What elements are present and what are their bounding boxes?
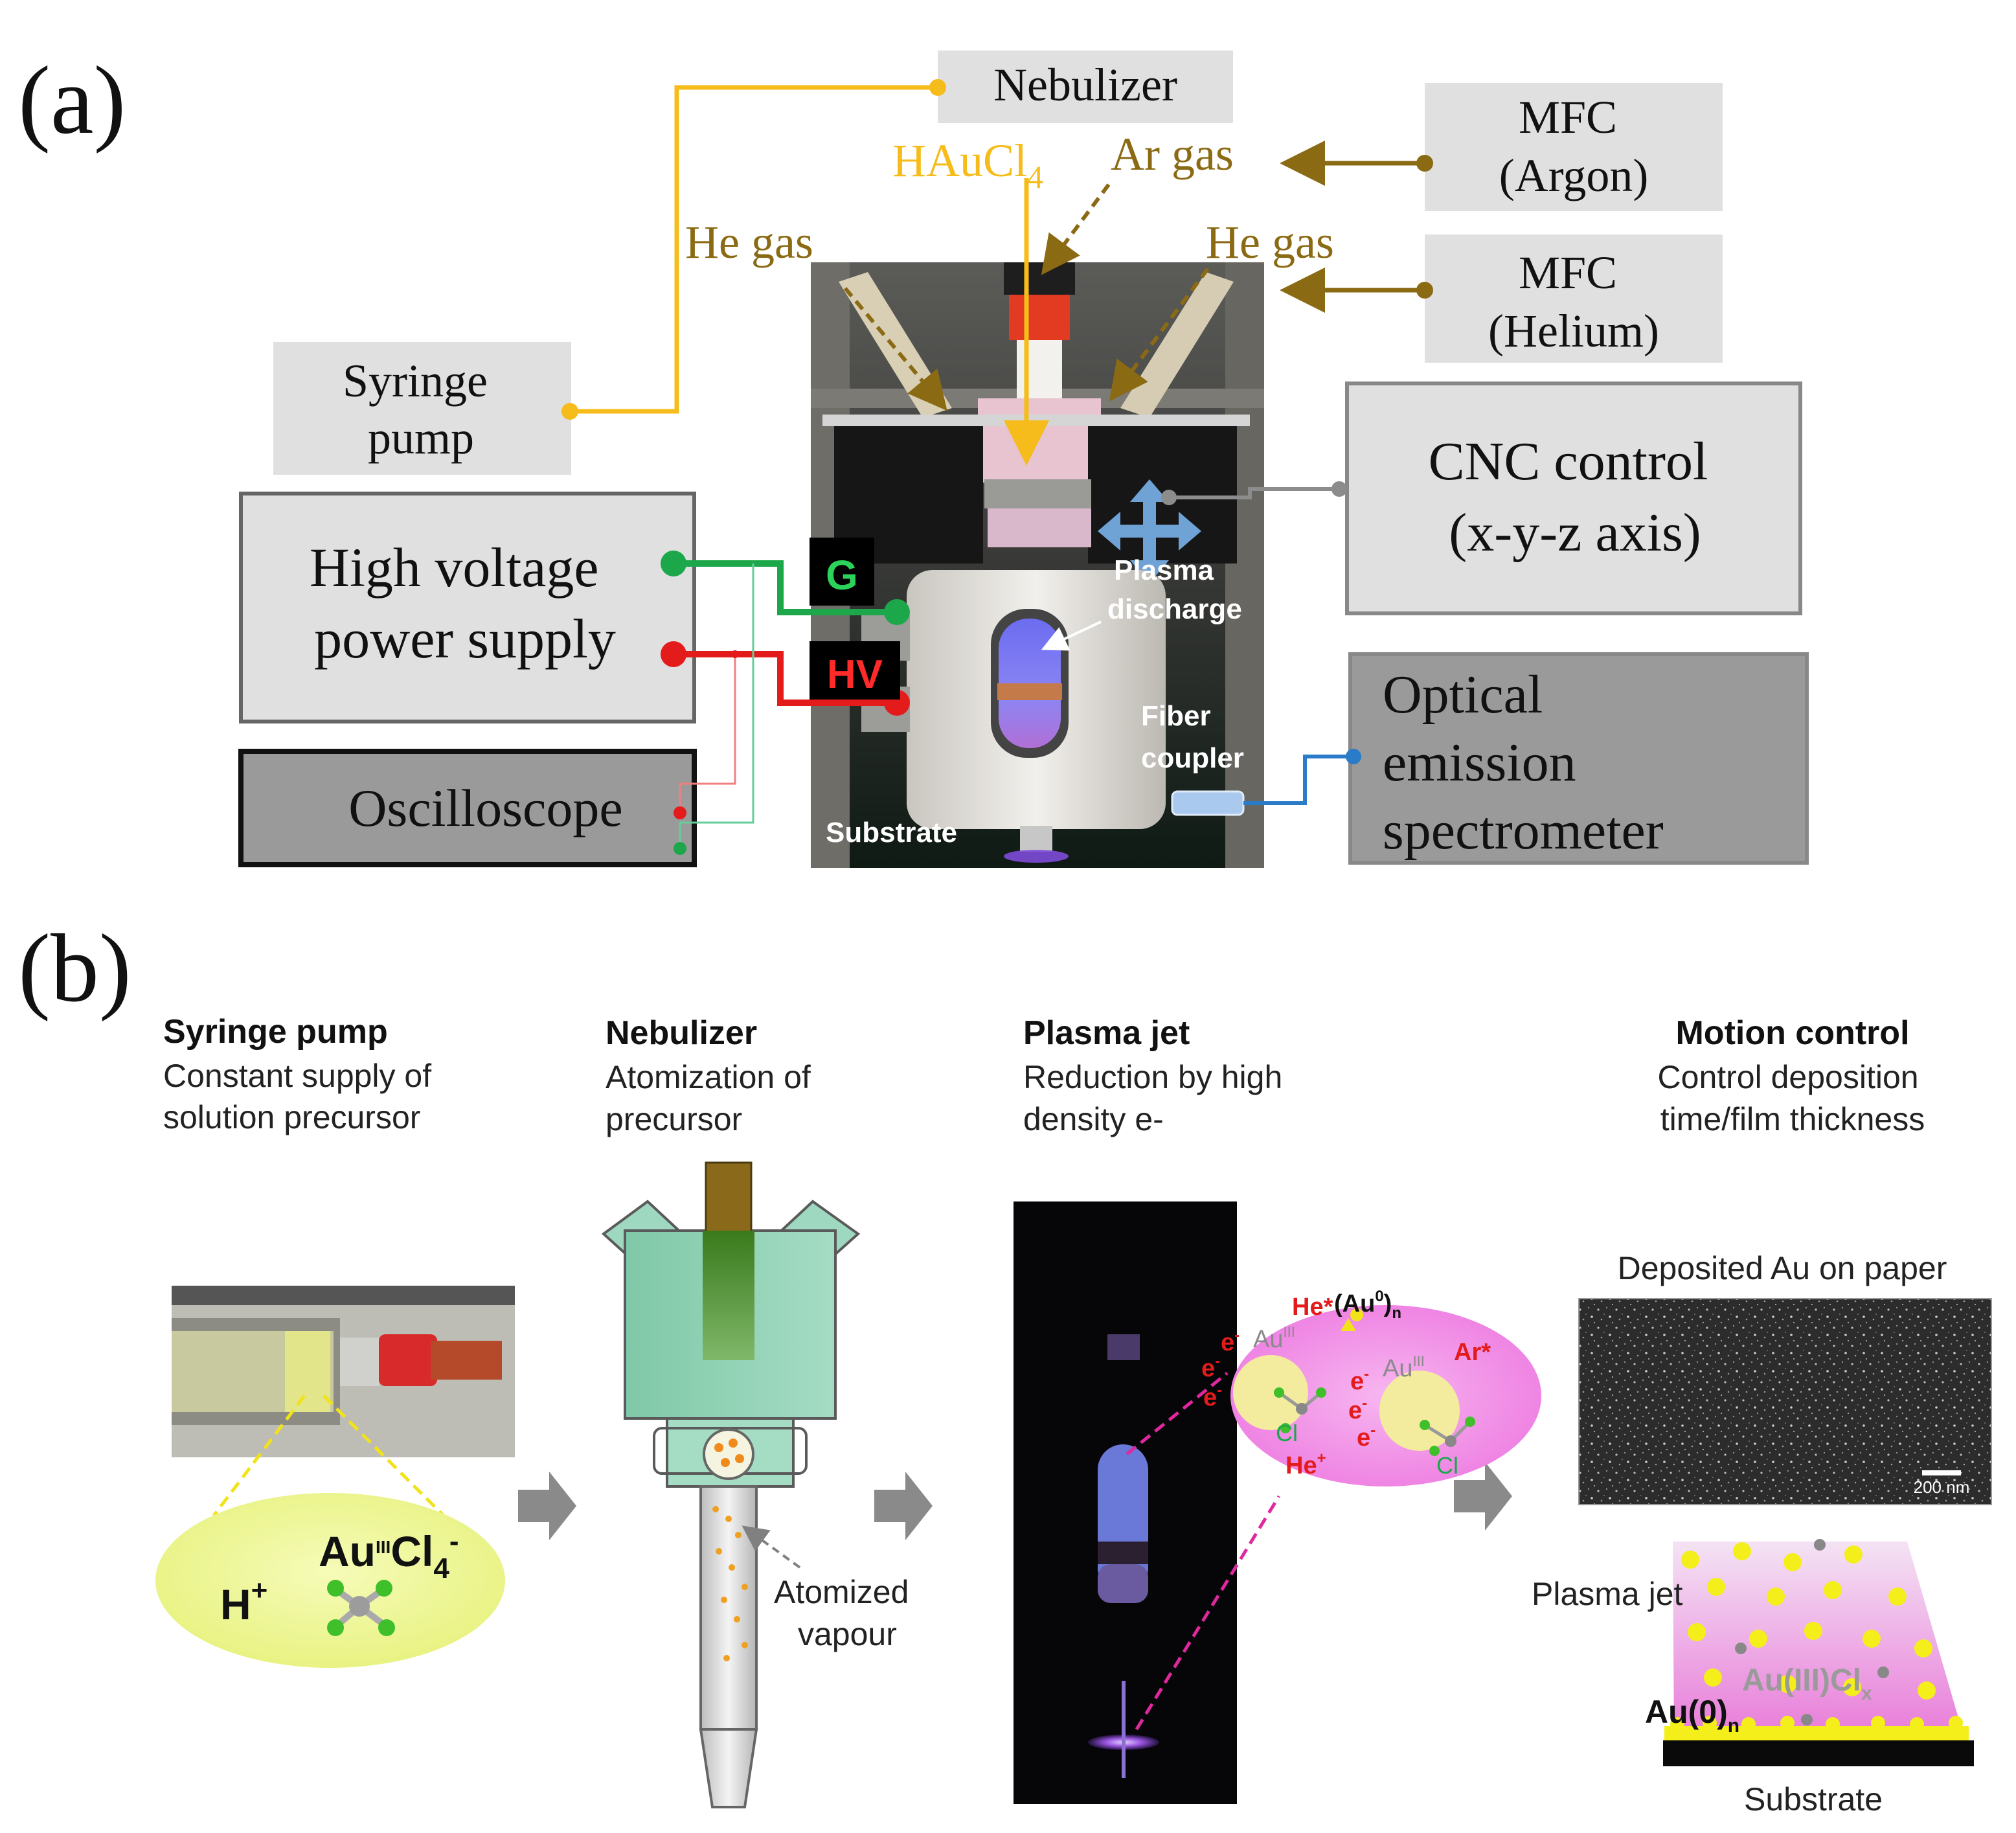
fiber-line xyxy=(1243,755,1353,805)
plasma-discharge-label: Plasma discharge xyxy=(1107,554,1242,625)
haucl4-label: HAuCl4 xyxy=(892,135,1043,195)
reaction-molecules-icon xyxy=(1274,1308,1475,1456)
substrate-bar xyxy=(1663,1740,1974,1766)
photo-substrate-label: Substrate xyxy=(826,817,957,848)
mfc-helium-box: MFC (Helium) xyxy=(1425,234,1723,363)
mfc-argon-box: MFC (Argon) xyxy=(1425,83,1723,211)
ground-tag: G xyxy=(810,538,874,606)
plasma-discharge-pointer xyxy=(1041,620,1102,651)
reaction-auIII-right: AuIII xyxy=(1383,1353,1425,1382)
panel-b-label: (b) xyxy=(18,915,131,1022)
substrate-label: Substrate xyxy=(1744,1781,1883,1817)
reaction-he-star: He* xyxy=(1292,1293,1333,1321)
reaction-electron-3: e- xyxy=(1203,1382,1222,1411)
precursor-line xyxy=(570,85,938,414)
svg-text:MFC (Argon): MFC (Argon) xyxy=(1499,91,1649,201)
syringe-zoom-right xyxy=(323,1395,448,1520)
he-gas-right-label: He gas xyxy=(1206,216,1334,268)
nebulizer-box: Nebulizer xyxy=(938,51,1233,123)
svg-text:Syringe pump: Syringe pump xyxy=(343,355,499,464)
au-film-layer xyxy=(1664,1716,1969,1740)
atomized-vapour-label: Atomized vapour xyxy=(774,1574,918,1652)
auIIIclx-label: Au(III)Clx xyxy=(1742,1663,1872,1704)
oscilloscope-box: Oscilloscope xyxy=(238,749,697,867)
reaction-electron-4: e- xyxy=(1350,1365,1369,1395)
aucl4-label: AuIIICl4- xyxy=(319,1525,459,1584)
svg-text:Control deposition time/: Control deposition time/film thickness xyxy=(1658,1059,1928,1137)
svg-text:Optical emission s: Optical emission spectrometer xyxy=(1383,665,1664,861)
reaction-electron-6: e- xyxy=(1357,1422,1376,1452)
svg-text:High voltage power suppl: High voltage power supply xyxy=(310,536,616,670)
svg-text:MFC (Helium): MFC (Helium) xyxy=(1488,247,1659,357)
reaction-cl-right: Cl xyxy=(1436,1452,1458,1479)
h-plus-label: H+ xyxy=(220,1575,267,1628)
step-nebulizer: Nebulizer Atomization of precursor xyxy=(606,1014,820,1137)
flow-arrow-1 xyxy=(518,1472,576,1540)
zoom-line-top xyxy=(1126,1372,1229,1455)
scope-probe-red xyxy=(679,654,736,813)
panel-a-label: (a) xyxy=(18,47,126,154)
deposited-au-label: Deposited Au on paper xyxy=(1618,1250,1947,1286)
step-plasma-jet: Plasma jet Reduction by high density e- xyxy=(1023,1014,1291,1137)
plasma-jet-label: Plasma jet xyxy=(1532,1576,1683,1612)
scope-probe-green xyxy=(679,564,754,848)
aucl4-molecule-icon xyxy=(327,1580,395,1636)
syringe-zoom-left xyxy=(212,1395,306,1517)
atomized-vapour-pointer xyxy=(742,1525,801,1569)
svg-text:CNC control (x-y-z axis): CNC control (x-y-z axis) xyxy=(1429,431,1722,563)
svg-text:Constant supply of solut: Constant supply of solution precursor xyxy=(163,1058,440,1135)
cnc-control-box: CNC control (x-y-z axis) xyxy=(1345,381,1802,615)
step-motion-control: Motion control Control deposition time/f… xyxy=(1658,1014,1928,1137)
he-gas-right-dashed-arrow xyxy=(1109,268,1210,402)
svg-text:Nebulizer: Nebulizer xyxy=(606,1014,757,1052)
plasma-jet-photo xyxy=(1014,1201,1237,1804)
svg-text:G: G xyxy=(826,552,858,598)
step-syringe-pump: Syringe pump Constant supply of solution… xyxy=(163,1013,440,1135)
reaction-electron-1: e- xyxy=(1221,1326,1240,1356)
svg-text:Reduction by high densit: Reduction by high density e- xyxy=(1023,1059,1291,1137)
ground-line xyxy=(674,560,897,615)
syringe-pump-box: Syringe pump xyxy=(273,342,571,475)
syringe-photo xyxy=(172,1286,515,1457)
flow-arrow-2 xyxy=(874,1472,933,1540)
svg-text:Syringe pump: Syringe pump xyxy=(163,1013,388,1051)
reaction-electron-2: e- xyxy=(1201,1352,1220,1382)
oes-box: Optical emission spectrometer xyxy=(1348,652,1809,865)
reaction-au0n: (Au0)n xyxy=(1334,1288,1401,1322)
svg-text:200 nm: 200 nm xyxy=(1914,1477,1970,1497)
he-gas-left-label: He gas xyxy=(685,216,813,268)
reaction-cl-left: Cl xyxy=(1276,1420,1298,1446)
au-particles xyxy=(1681,1539,1936,1725)
svg-text:Plasma jet: Plasma jet xyxy=(1023,1014,1190,1052)
ar-gas-label: Ar gas xyxy=(1111,128,1234,180)
svg-text:Atomization of precursor: Atomization of precursor xyxy=(606,1059,820,1137)
svg-text:Oscilloscope: Oscilloscope xyxy=(348,779,623,837)
hv-line xyxy=(674,651,897,706)
reaction-he-plus: He+ xyxy=(1285,1450,1326,1479)
cnc-arrows-icon xyxy=(1098,479,1201,583)
cnc-line xyxy=(1169,487,1339,499)
ar-gas-dashed-arrow xyxy=(1041,183,1111,275)
fiber-coupler-label: Fiber coupler xyxy=(1141,700,1244,774)
svg-text:Nebulizer: Nebulizer xyxy=(993,59,1177,111)
reaction-electron-5: e- xyxy=(1348,1395,1367,1424)
he-gas-left-dashed-arrow xyxy=(843,287,947,411)
precursor-ellipse xyxy=(155,1493,505,1668)
flow-arrow-3 xyxy=(1454,1462,1512,1531)
hv-power-supply-box: High voltage power supply xyxy=(239,492,696,723)
zoom-line-bottom xyxy=(1135,1495,1281,1731)
au0n-label: Au(0)n xyxy=(1645,1694,1739,1736)
nebulizer-schematic xyxy=(601,1161,861,1808)
reaction-auIII-left: AuIII xyxy=(1253,1324,1295,1353)
sem-image: 200 nm xyxy=(1578,1298,1992,1505)
svg-text:HV: HV xyxy=(827,652,883,697)
reaction-ar-star: Ar* xyxy=(1454,1339,1491,1366)
svg-text:Motion control: Motion control xyxy=(1675,1014,1909,1052)
hv-tag: HV xyxy=(810,641,900,700)
